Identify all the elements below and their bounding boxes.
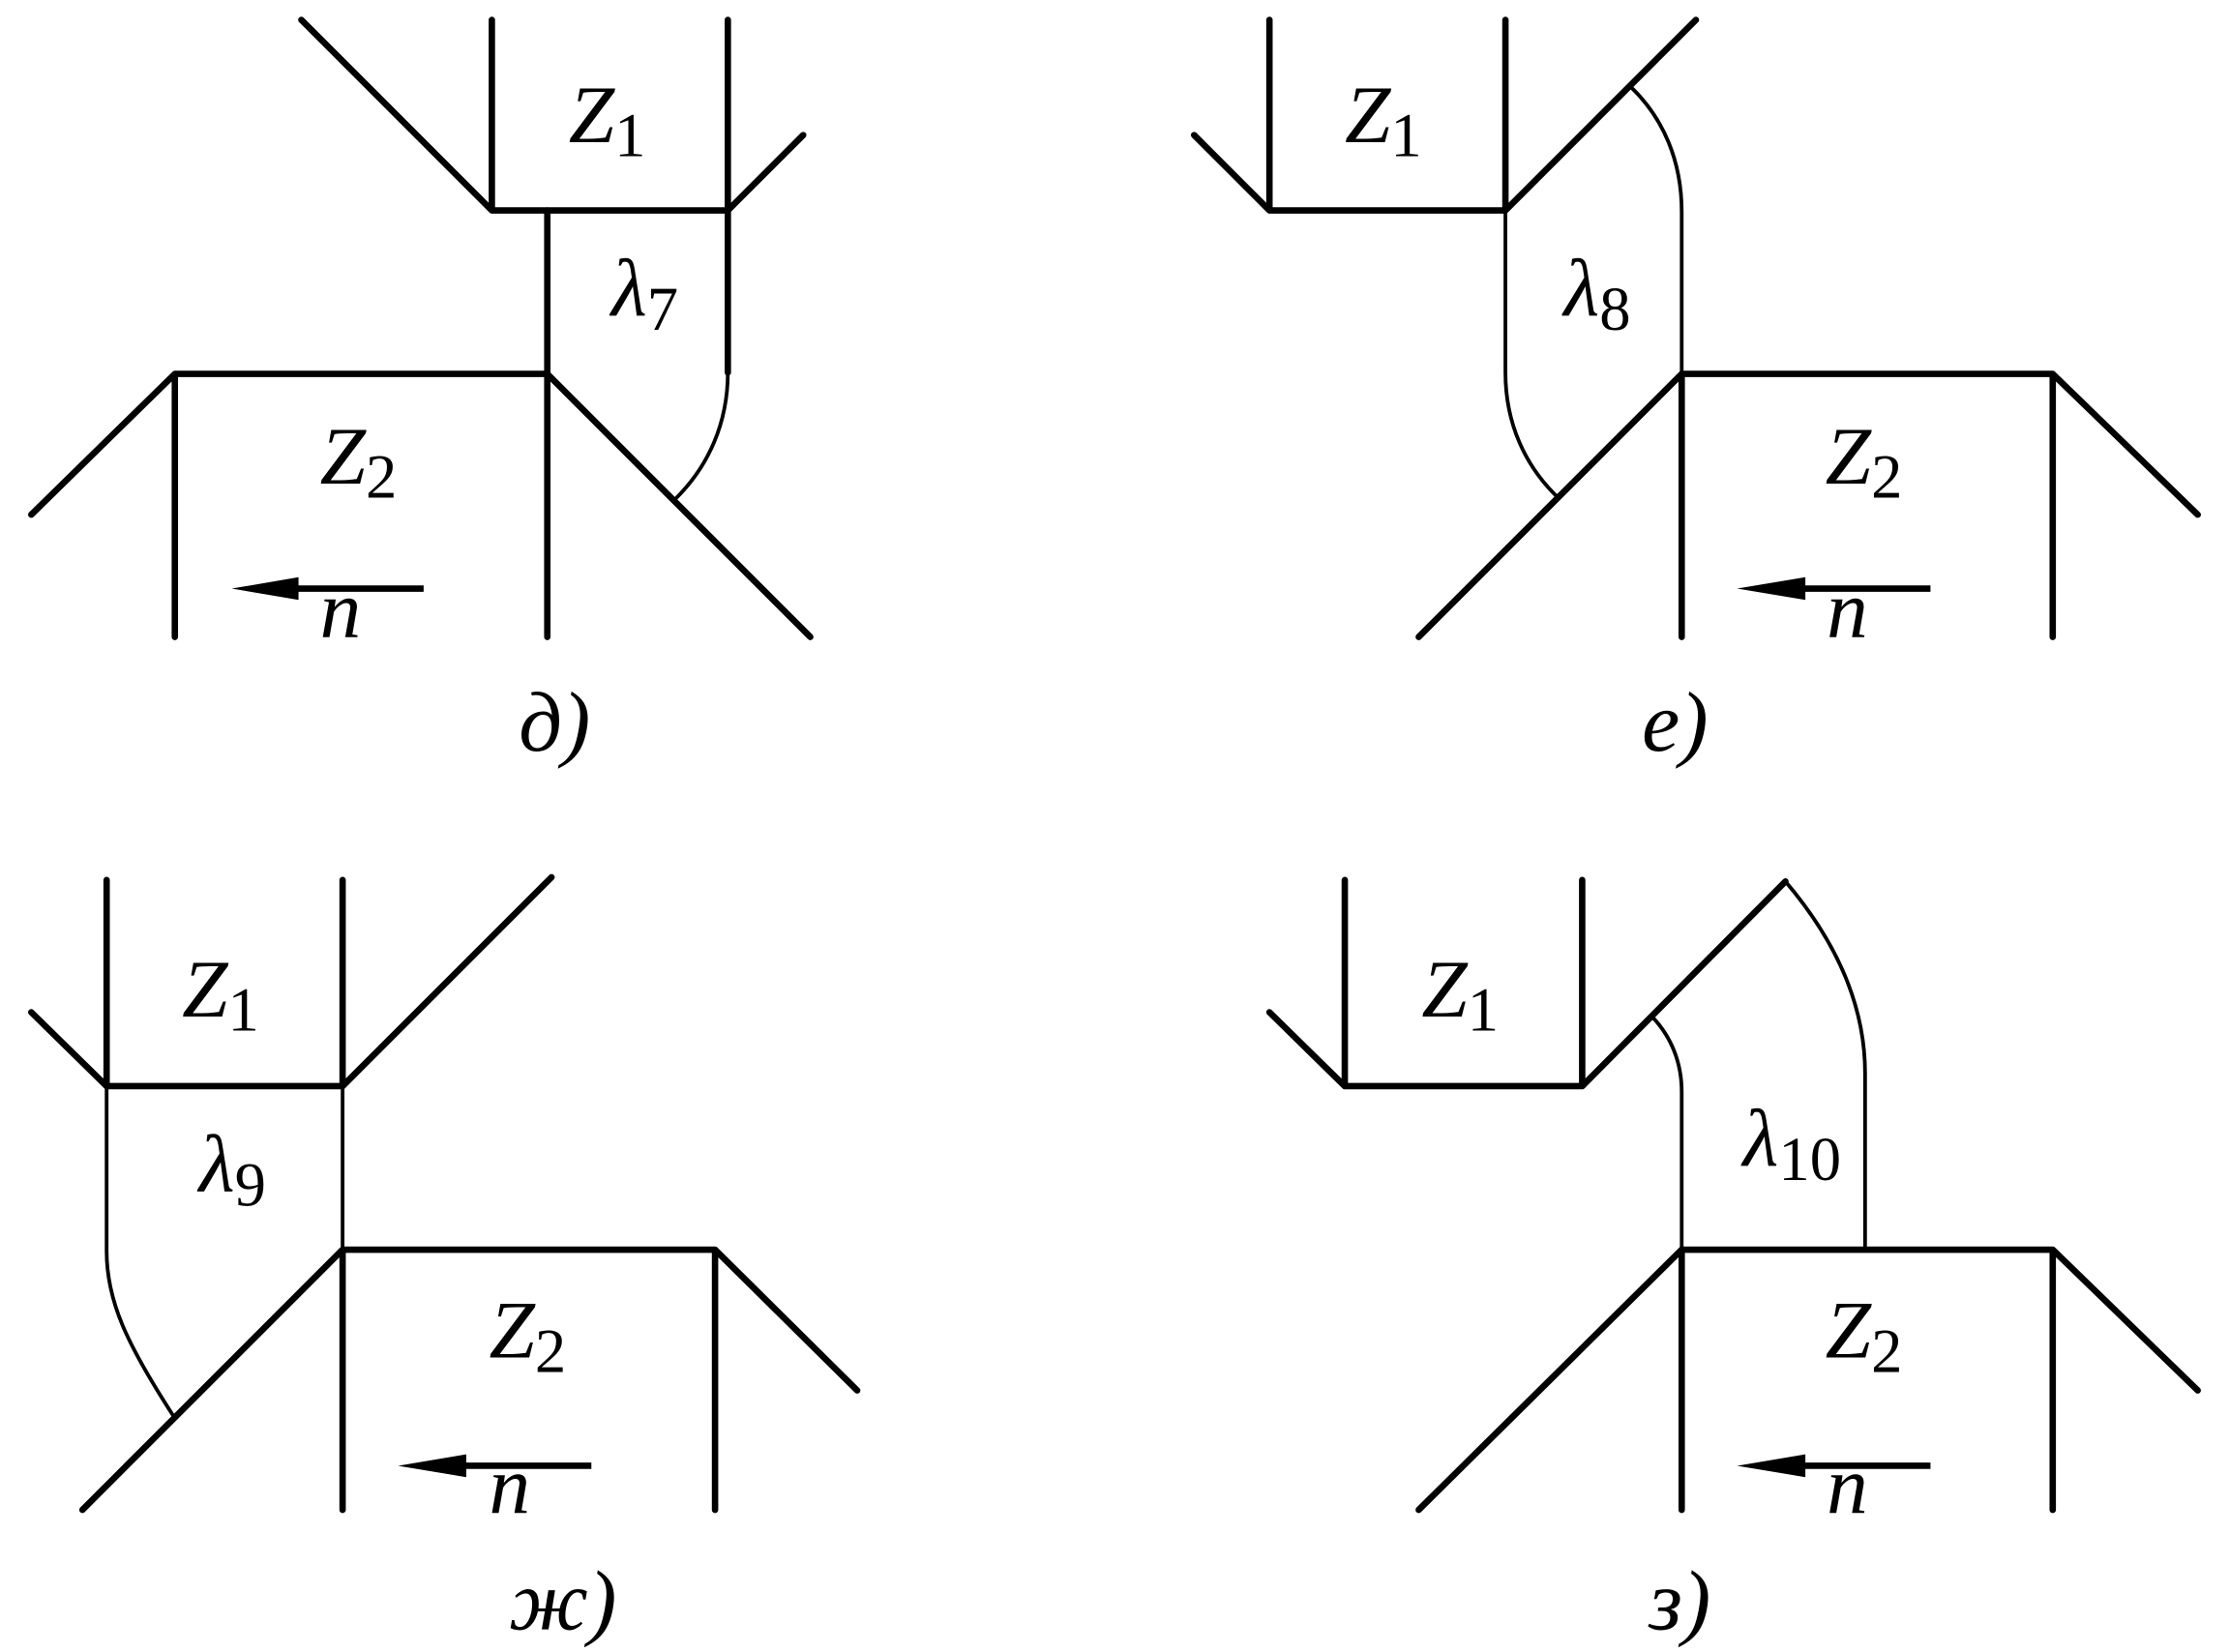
panel-z: Z1 Z2 λ10 n з) xyxy=(1265,876,2201,1648)
panel-z-z1-label: Z1 xyxy=(1421,944,1499,1045)
panel-zh-z2-outline xyxy=(78,1246,861,1514)
panel-zh-z1-label: Z1 xyxy=(182,944,259,1045)
panel-zh-n-label: n xyxy=(489,1440,530,1531)
panel-z-z2-label: Z2 xyxy=(1826,1285,1903,1386)
panel-z-lambda-left-wall xyxy=(1650,1016,1684,1252)
panel-zh-n-arrowhead xyxy=(398,1454,466,1478)
panel-z-z2-outline xyxy=(1415,1246,2201,1514)
panel-d-n-arrowhead xyxy=(231,576,299,601)
panel-e-lambda-left-wall xyxy=(1503,208,1560,500)
panel-e-z1-label: Z1 xyxy=(1345,70,1422,170)
panel-zh-caption: ж) xyxy=(509,1553,616,1648)
panel-zh-lambda-label: λ9 xyxy=(196,1119,266,1220)
panel-e-lambda-right-wall xyxy=(1628,84,1684,376)
panel-z-caption: з) xyxy=(1647,1553,1710,1648)
panel-d-caption: д) xyxy=(519,675,590,770)
panel-z-lambda-label: λ10 xyxy=(1739,1093,1841,1194)
panel-d-z2-outline xyxy=(28,370,814,640)
panel-d: Z1 Z2 λ7 n д) xyxy=(28,16,814,770)
panel-d-n-label: n xyxy=(320,564,362,655)
panel-zh: Z1 Z2 λ9 n ж) xyxy=(28,873,861,1648)
panel-zh-z2-label: Z2 xyxy=(489,1285,566,1386)
panel-d-z1-label: Z1 xyxy=(569,70,646,170)
panel-e-z2-outline xyxy=(1415,370,2201,640)
panel-zh-lambda-left-wall xyxy=(104,1084,176,1418)
panel-e-z2-label: Z2 xyxy=(1826,411,1903,512)
panel-d-lambda-arc xyxy=(674,370,730,500)
panel-z-z1-outline xyxy=(1265,876,1789,1090)
panel-d-z2-label: Z2 xyxy=(320,411,398,512)
panel-e-z1-outline xyxy=(1190,16,1700,214)
panel-z-lambda-right-wall xyxy=(1783,879,1867,1252)
panel-e: Z1 Z2 λ8 n е) xyxy=(1190,16,2201,770)
panel-z-n-arrowhead xyxy=(1737,1454,1806,1478)
panel-zh-z1-outline xyxy=(28,873,555,1090)
panel-z-n-label: n xyxy=(1827,1440,1868,1531)
panel-d-lambda-label: λ7 xyxy=(609,243,678,343)
panel-d-z1-outline xyxy=(298,16,807,214)
panel-e-n-arrowhead xyxy=(1737,576,1806,601)
panel-e-lambda-label: λ8 xyxy=(1560,243,1630,343)
panel-e-caption: е) xyxy=(1642,675,1708,770)
panel-e-n-label: n xyxy=(1827,564,1868,655)
